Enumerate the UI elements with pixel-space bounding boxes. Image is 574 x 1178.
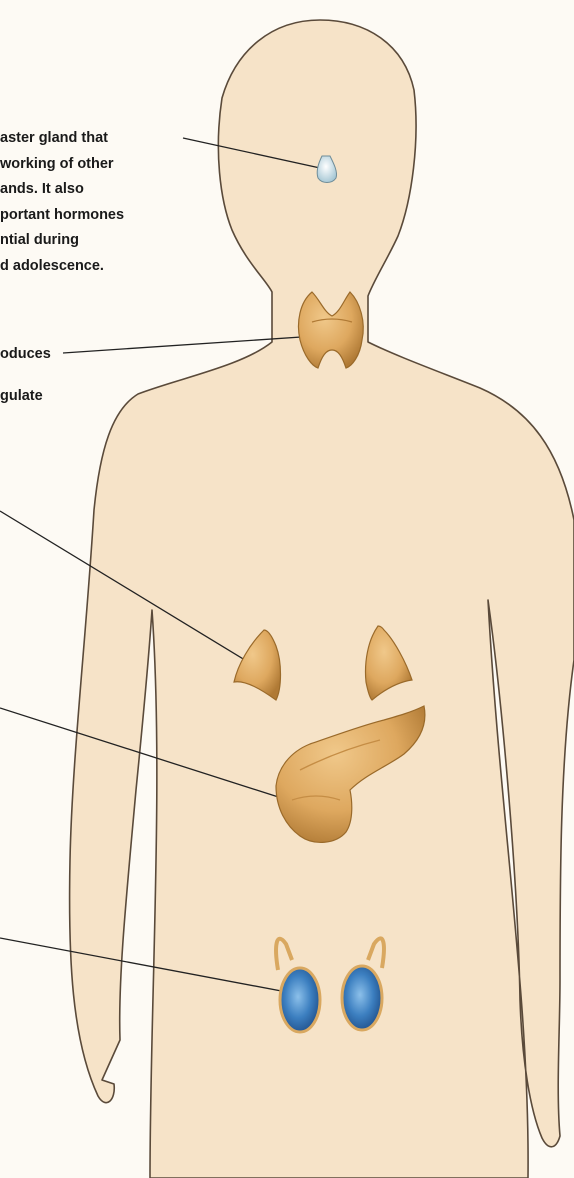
pituitary-description-line: aster gland that — [0, 126, 124, 152]
pituitary-description-line: ands. It also — [0, 177, 124, 203]
thyroid-description-line: oduces — [0, 342, 51, 368]
pituitary-description-line: d adolescence. — [0, 254, 124, 280]
pituitary-description-line: ntial during — [0, 228, 124, 254]
pituitary-description-line: portant hormones — [0, 203, 124, 229]
pituitary-description: aster gland that working of other ands. … — [0, 126, 124, 279]
pituitary-description-line: working of other — [0, 152, 124, 178]
thyroid-description-line: gulate — [0, 384, 51, 410]
thyroid-description: oduces gulate — [0, 342, 51, 409]
